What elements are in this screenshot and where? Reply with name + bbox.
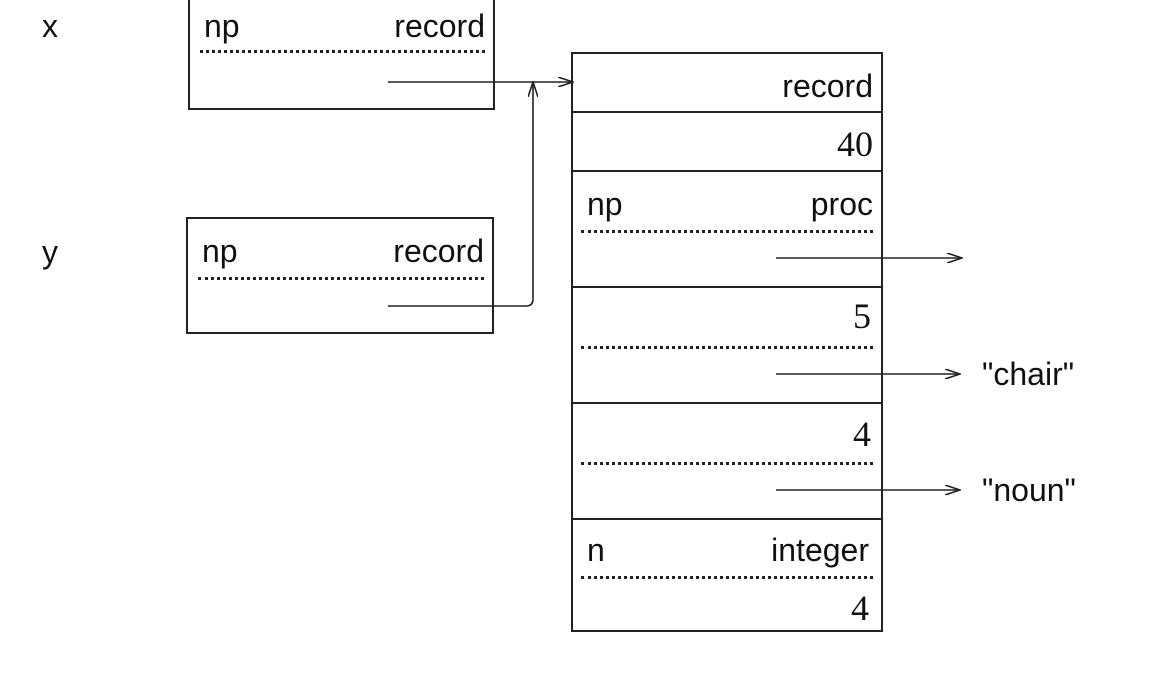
record-row-divider: [573, 111, 881, 113]
record-row-divider: [573, 402, 881, 404]
field-n-value: 4: [851, 588, 869, 628]
field-np-left: np: [587, 186, 623, 222]
var-x-type-left: np: [204, 8, 240, 44]
var-x-divider: [200, 50, 485, 53]
record-header-type: record: [782, 68, 873, 104]
field-noun-divider: [581, 462, 873, 465]
var-y-box: np record: [186, 217, 494, 334]
var-y-type-right: record: [393, 233, 484, 269]
record-row-divider: [573, 518, 881, 520]
target-noun-string: "noun": [982, 472, 1076, 508]
var-x-label: x: [42, 8, 58, 44]
var-y-label: y: [42, 234, 58, 270]
field-np-right: proc: [810, 186, 873, 222]
field-np-divider: [581, 230, 873, 233]
field-n-left: n: [587, 532, 605, 568]
var-x-type-right: record: [394, 8, 485, 44]
var-y-type-left: np: [202, 233, 238, 269]
field-chair-divider: [581, 346, 873, 349]
var-y-divider: [198, 277, 484, 280]
record-block: record 40 np proc 5 4 n integer 4: [571, 52, 883, 632]
arrow-y-to-record: [388, 82, 533, 307]
field-n-divider: [581, 576, 873, 579]
field-noun-length: 4: [853, 414, 871, 454]
field-n-right: integer: [771, 532, 869, 568]
target-chair-string: "chair": [982, 356, 1075, 392]
record-size: 40: [837, 124, 873, 164]
field-chair-length: 5: [853, 296, 871, 336]
var-x-box: np record: [188, 0, 495, 110]
record-row-divider: [573, 170, 881, 172]
record-row-divider: [573, 286, 881, 288]
